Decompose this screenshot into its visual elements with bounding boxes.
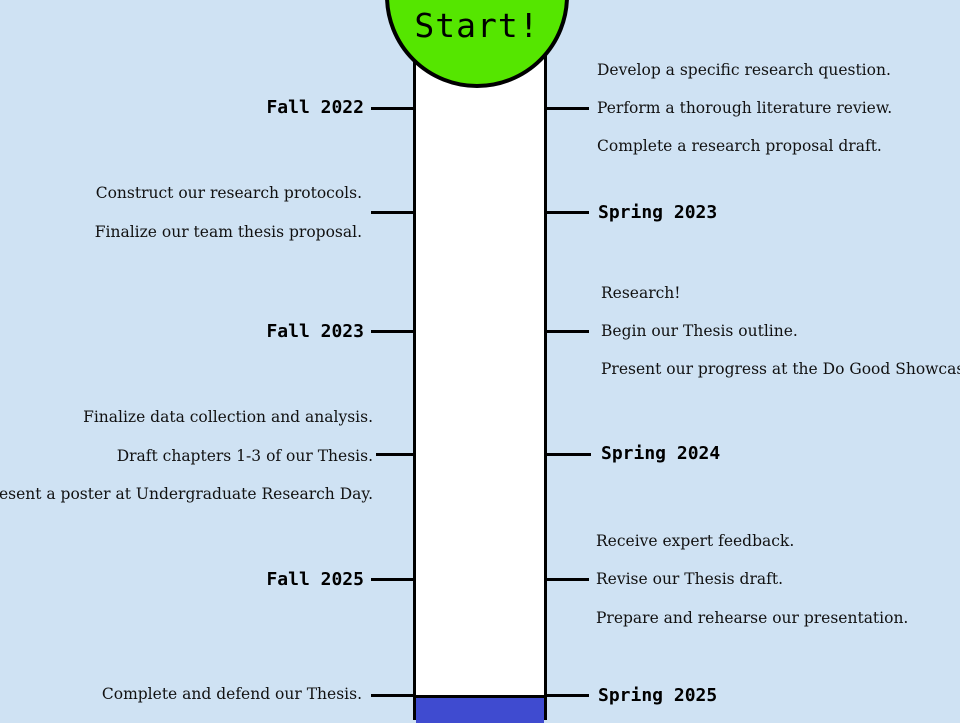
milestone-tick-left [371, 578, 416, 581]
milestone-task: Receive expert feedback. [596, 532, 795, 550]
milestone-term: Spring 2023 [598, 202, 718, 223]
milestone-tick-right [544, 578, 589, 581]
milestone-task: Perform a thorough literature review. [597, 99, 893, 117]
timeline-progress-fill [416, 695, 544, 723]
milestone-tick-right [544, 694, 589, 697]
start-label: Start! [414, 6, 540, 45]
milestone-term: Fall 2023 [266, 321, 364, 342]
milestone-task: Begin our Thesis outline. [601, 322, 798, 340]
milestone-tick-left [371, 107, 416, 110]
milestone-tick-right [544, 211, 589, 214]
milestone-tick-right [544, 107, 589, 110]
milestone-task: Finalize our team thesis proposal. [94, 223, 362, 241]
milestone-term: Fall 2022 [266, 97, 364, 118]
milestone-task: Develop a specific research question. [597, 61, 891, 79]
milestone-task: Draft chapters 1-3 of our Thesis. [116, 447, 373, 465]
milestone-term: Fall 2025 [266, 569, 364, 590]
timeline-tube [413, 0, 547, 720]
milestone-term: Spring 2025 [598, 685, 718, 706]
milestone-tick-left [371, 330, 416, 333]
milestone-task: Research! [601, 284, 681, 302]
milestone-task: Complete and defend our Thesis. [101, 685, 362, 703]
milestone-tick-left [371, 211, 416, 214]
milestone-tick-right [544, 453, 591, 456]
milestone-tick-left [371, 694, 416, 697]
milestone-term: Spring 2024 [601, 443, 721, 464]
milestone-task: Finalize data collection and analysis. [83, 408, 373, 426]
milestone-task: Prepare and rehearse our presentation. [596, 609, 909, 627]
milestone-task: Present a poster at Undergraduate Resear… [0, 485, 373, 503]
milestone-tick-right [544, 330, 589, 333]
milestone-task: Revise our Thesis draft. [596, 570, 784, 588]
milestone-tick-left [376, 453, 416, 456]
milestone-task: Construct our research protocols. [95, 184, 362, 202]
milestone-task: Complete a research proposal draft. [597, 137, 882, 155]
milestone-task: Present our progress at the Do Good Show… [601, 360, 960, 378]
